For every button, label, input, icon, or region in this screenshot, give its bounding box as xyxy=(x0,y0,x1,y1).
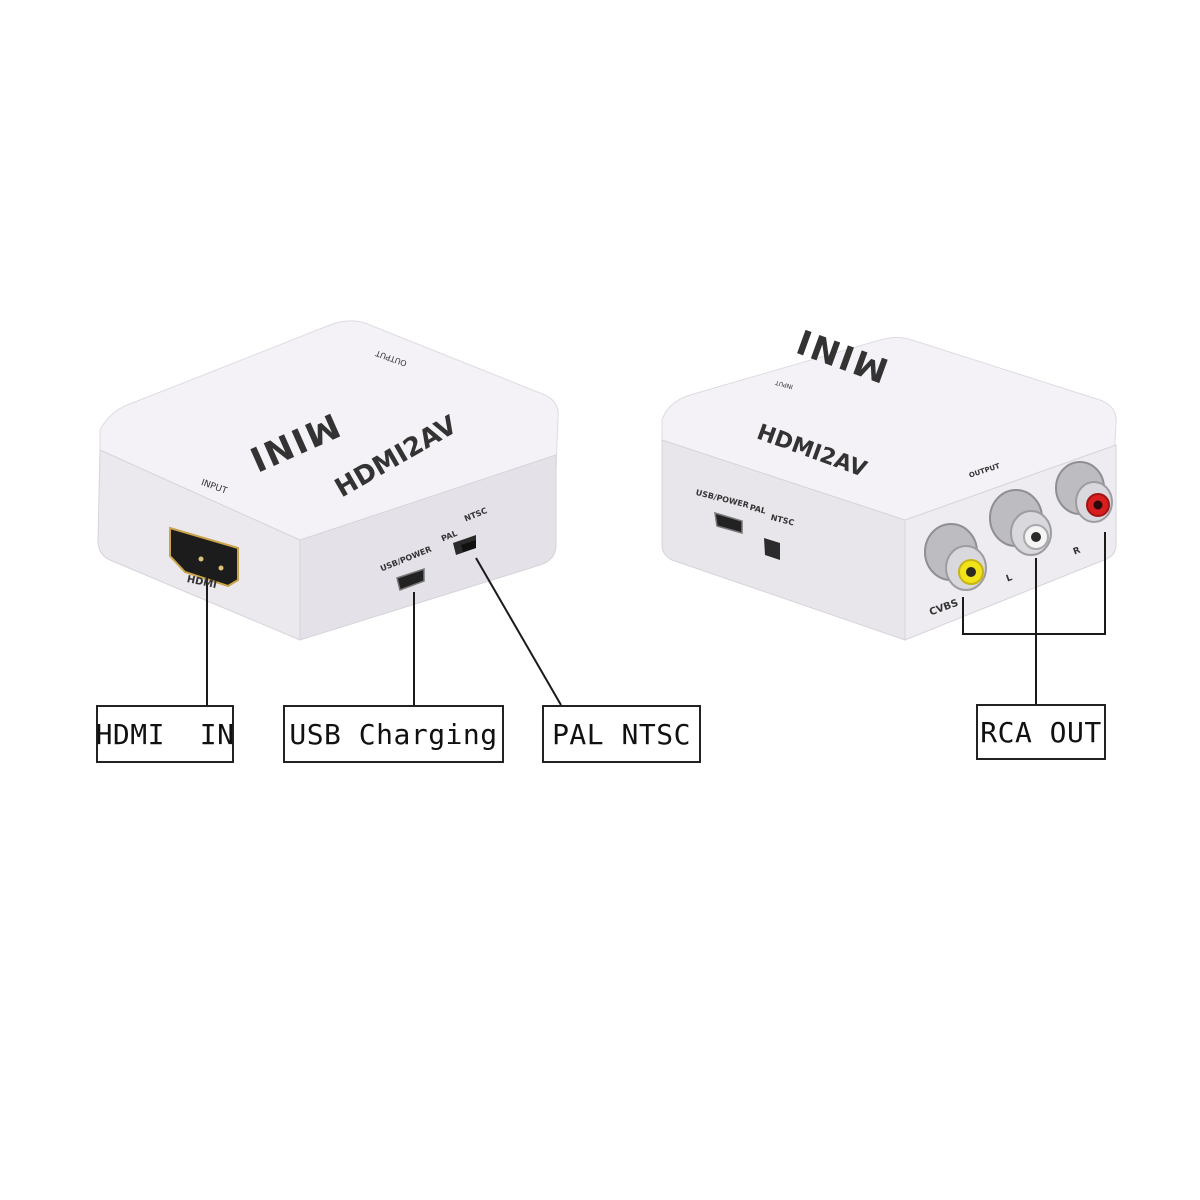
right-converter-device xyxy=(661,337,1117,641)
rca-jack-cvbs-icon xyxy=(924,523,987,591)
rca-out-bracket-line xyxy=(962,532,1106,635)
leader-lines xyxy=(206,532,1106,706)
mini-usb-port-icon xyxy=(396,567,425,591)
hdmi-port-icon xyxy=(169,526,239,588)
callout-rca-out: RCA OUT xyxy=(976,704,1106,760)
pal-ntsc-switch-icon xyxy=(453,535,476,555)
rca-jack-left-icon xyxy=(989,489,1052,556)
pal-ntsc-switch-icon xyxy=(764,538,780,560)
mini-usb-port-icon xyxy=(714,511,743,534)
callout-hdmi-in: HDMI IN xyxy=(96,705,234,763)
pal-ntsc-leader-line xyxy=(475,557,562,706)
callout-usb-charging: USB Charging xyxy=(283,705,504,763)
callout-pal-ntsc: PAL NTSC xyxy=(542,705,701,763)
left-converter-device xyxy=(97,320,559,641)
rca-jack-right-icon xyxy=(1055,461,1113,523)
